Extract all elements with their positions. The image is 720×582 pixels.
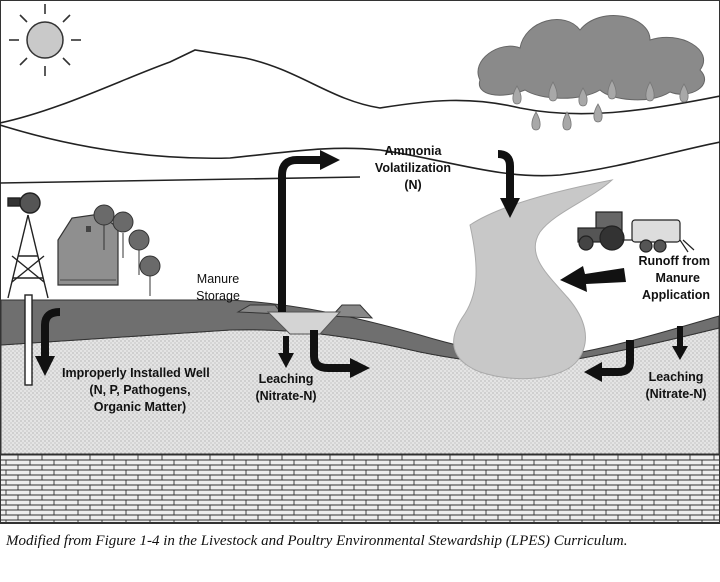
runoff-label-line3: Application [642,288,710,302]
manure-storage-label-line2: Storage [196,289,240,303]
runoff-arrow [560,266,626,292]
storage-leaching-down-arrow [278,336,294,368]
tractor-spreader-icon [577,211,695,253]
rain-down-arrow [497,150,520,218]
windmill-well-icon [7,192,49,386]
bedrock-layer [1,454,719,522]
ammonia-up-arrow [278,150,340,312]
ammonia-label-line2: Volatilization [375,161,451,175]
manure-storage-lagoon [236,304,374,335]
ammonia-label-line1: Ammonia [385,144,443,158]
trees-icon [93,204,161,296]
storage-leaching-side-arrow [310,330,370,378]
ammonia-label-line3: (N) [404,178,421,192]
well-label-line3: Organic Matter) [94,400,186,414]
soil-layer [0,299,720,365]
runoff-label-line1: Runoff from [638,254,710,268]
figure-caption: Modified from Figure 1-4 in the Livestoc… [0,523,720,582]
leaching-right-label-line2: (Nitrate-N) [645,387,706,401]
runoff-label-line2: Manure [656,271,701,285]
manure-storage-label-line1: Manure [197,272,239,286]
right-leaching-arrow [672,326,688,360]
hills [0,49,720,184]
plume-leaching-arrow [584,340,634,382]
manure-nutrient-pathways-diagram: Ammonia Volatilization (N) Manure Storag… [0,0,720,523]
well-leaching-arrow [35,308,61,376]
runoff-plume [453,179,614,380]
rain-cloud-icon [477,15,706,131]
leaching-left-label-line2: (Nitrate-N) [255,389,316,403]
sun-icon [9,4,81,76]
well-label-line2: (N, P, Pathogens, [89,383,190,397]
leaching-right-label-line1: Leaching [649,370,704,384]
well-label-line1: Improperly Installed Well [62,366,210,380]
leaching-left-label-line1: Leaching [259,372,314,386]
